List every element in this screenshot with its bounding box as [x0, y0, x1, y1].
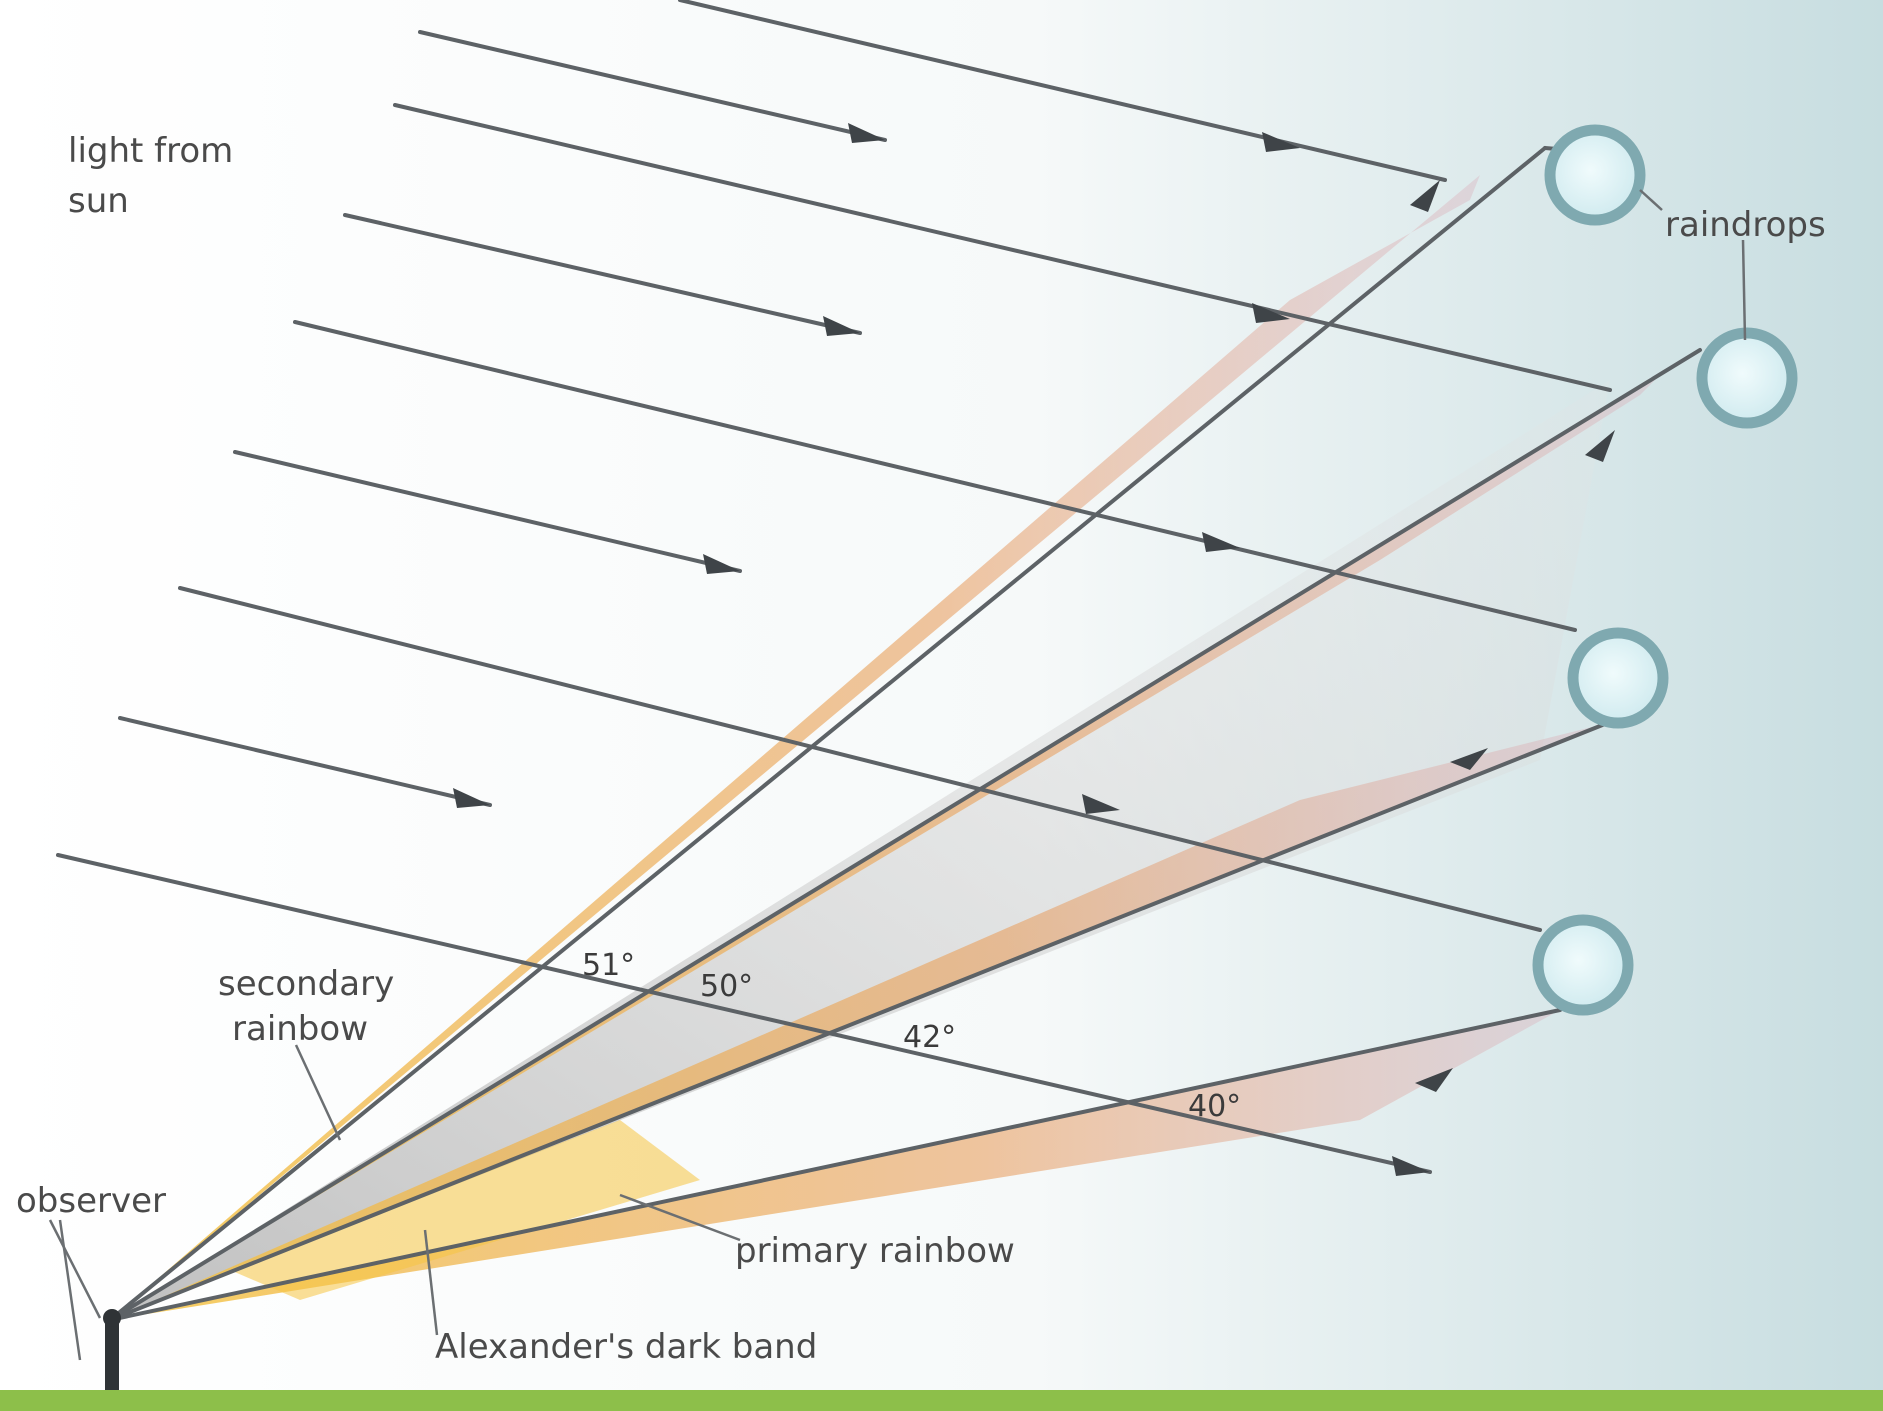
sun-rays: [56, 0, 1612, 1174]
label-primary: primary rainbow: [735, 1231, 1015, 1271]
leader-secondary: [294, 1044, 342, 1141]
beam-upper-drop: [110, 175, 1480, 1320]
arrowhead-icon: [1415, 1068, 1453, 1092]
arrowhead-icon: [1252, 303, 1290, 323]
label-raindrops: raindrops: [1665, 205, 1826, 245]
arrowheads: [453, 123, 1430, 1176]
arrowhead-icon: [453, 788, 490, 808]
arrowhead-icon: [1450, 748, 1488, 770]
arrowhead-icon: [703, 554, 740, 574]
ray-to-observer: [108, 348, 1702, 1322]
observer-rays: [108, 146, 1702, 1322]
raindrop-icon: [1696, 327, 1798, 429]
ray-to-observer: [108, 720, 1612, 1322]
leader-raindrops: [1639, 189, 1663, 211]
ray-to-observer: [108, 1008, 1562, 1322]
dark-band-region: [110, 380, 1610, 1320]
sun-ray: [56, 853, 1432, 1174]
sun-ray: [233, 450, 742, 573]
leader-primary: [619, 1193, 741, 1242]
arrowhead-icon: [1202, 532, 1240, 552]
sun-ray: [118, 716, 492, 807]
arrowhead-icon: [848, 123, 885, 143]
angle-label-2: 50°: [700, 969, 753, 1004]
leader-lines: [48, 189, 1747, 1361]
label-secondary-line1: secondary: [218, 964, 394, 1004]
arrowhead-icon: [823, 316, 860, 336]
ray-to-observer: [108, 146, 1547, 1322]
angle-label-4: 40°: [1188, 1089, 1241, 1124]
sun-ray: [343, 213, 862, 335]
leader-observer: [58, 1219, 82, 1361]
raindrop-icon: [1544, 124, 1646, 226]
arrowhead-icon: [1410, 180, 1440, 212]
arrowhead-icon: [1262, 132, 1300, 152]
arrowhead-icon: [1585, 430, 1615, 462]
sun-ray: [678, 0, 1447, 182]
raindrop-icon: [1532, 914, 1634, 1016]
sun-ray: [393, 103, 1612, 392]
sun-ray: [178, 586, 1542, 932]
label-sun-line1: light from: [68, 131, 233, 171]
observer-icon: [103, 1309, 121, 1390]
ground-strip: [0, 1390, 1883, 1411]
label-observer: observer: [16, 1181, 166, 1221]
raindrops: [1532, 124, 1798, 1016]
angle-label-1: 51°: [582, 948, 635, 983]
leader-dark-band: [423, 1229, 439, 1336]
arrowhead-icon: [1082, 794, 1120, 814]
primary-glow: [230, 1120, 700, 1300]
sun-ray: [418, 30, 887, 142]
angle-label-3: 42°: [903, 1020, 956, 1055]
leader-raindrops: [1741, 239, 1747, 341]
label-secondary-line2: rainbow: [232, 1009, 368, 1049]
sun-ray: [293, 320, 1577, 632]
label-sun-line2: sun: [68, 181, 129, 221]
arrowhead-icon: [1392, 1156, 1430, 1176]
leader-observer: [48, 1219, 102, 1319]
raindrop-icon: [1567, 627, 1669, 729]
return-arrowheads: [1410, 180, 1615, 1092]
label-dark-band: Alexander's dark band: [435, 1327, 817, 1367]
